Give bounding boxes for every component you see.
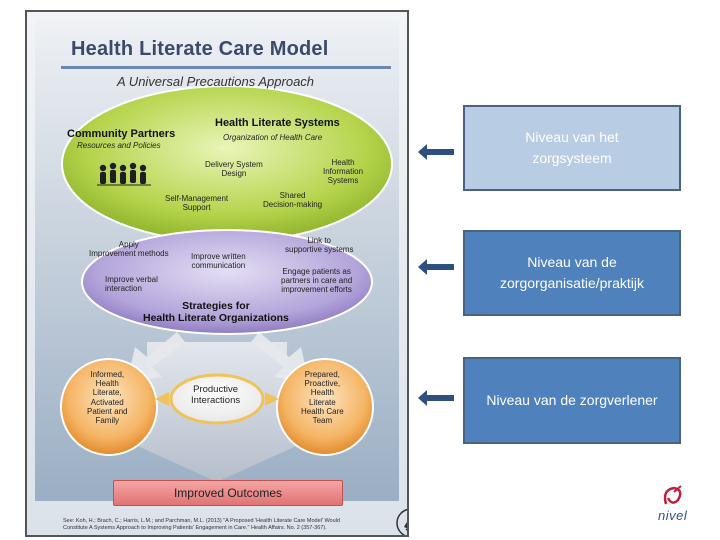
team-circle xyxy=(276,358,374,456)
hhs-seal-icon xyxy=(396,508,407,535)
arrow-left-icon xyxy=(418,144,454,160)
title-rule xyxy=(61,66,391,69)
poster-subtitle: A Universal Precautions Approach xyxy=(117,74,315,89)
engage-patients-label: Engage patients as partners in care and … xyxy=(281,267,353,295)
nivel-logo-text: nivel xyxy=(658,508,688,523)
link-supportive-systems-label: Link to supportive systems xyxy=(285,236,354,255)
patient-circle xyxy=(60,358,158,456)
improve-verbal-interaction-label: Improve verbal interaction xyxy=(105,275,158,294)
patient-family-label: Informed, Health Literate, Activated Pat… xyxy=(87,370,128,425)
self-management-support-label: Self-Management Support xyxy=(165,194,229,213)
resources-policies-label: Resources and Policies xyxy=(77,141,161,150)
level-box-system: Niveau van het zorgsysteem xyxy=(463,105,681,191)
health-care-team-label: Prepared, Proactive, Health Literate Hea… xyxy=(301,370,344,425)
community-partners-heading: Community Partners xyxy=(67,128,176,140)
health-literate-systems-heading: Health Literate Systems xyxy=(215,117,340,129)
improved-outcomes-bar: Improved Outcomes xyxy=(113,480,343,506)
productive-interactions-oval xyxy=(169,373,265,425)
shared-decision-making-label: Shared Decision-making xyxy=(263,191,323,210)
productive-interactions-label: Productive Interactions xyxy=(191,384,241,406)
arrow-left-icon xyxy=(418,390,454,406)
community-people-icon xyxy=(97,162,151,186)
strategies-label: Strategies for Health Literate Organizat… xyxy=(143,300,289,325)
health-literate-care-model-poster: Health Literate Care Model A Universal P… xyxy=(25,10,409,537)
level-box-provider: Niveau van de zorgverlener xyxy=(463,357,681,444)
health-information-systems-label: Health Information Systems xyxy=(323,158,364,186)
organization-of-health-care-label: Organization of Health Care xyxy=(223,133,323,142)
improve-written-communication-label: Improve written communication xyxy=(191,252,246,271)
nivel-logo-icon xyxy=(663,485,682,505)
level-box-organization: Niveau van de zorgorganisatie/praktijk xyxy=(463,230,681,316)
organization-oval xyxy=(81,229,373,335)
arrow-to-patient xyxy=(127,332,185,382)
apply-improvement-methods-label: Apply Improvement methods xyxy=(89,240,169,259)
level-label-provider: Niveau van de zorgverlener xyxy=(486,392,658,408)
delivery-system-design-label: Delivery System Design xyxy=(205,160,263,179)
citation: See: Koh, H.; Brach, C.; Harris, L.M.; a… xyxy=(63,518,340,531)
arrow-left-icon xyxy=(418,259,454,275)
level-label-system: Niveau van het zorgsysteem xyxy=(525,129,619,166)
level-label-organization: Niveau van de zorgorganisatie/praktijk xyxy=(500,254,644,291)
diagram-shapes xyxy=(60,85,393,482)
poster-title: Health Literate Care Model xyxy=(71,38,329,60)
